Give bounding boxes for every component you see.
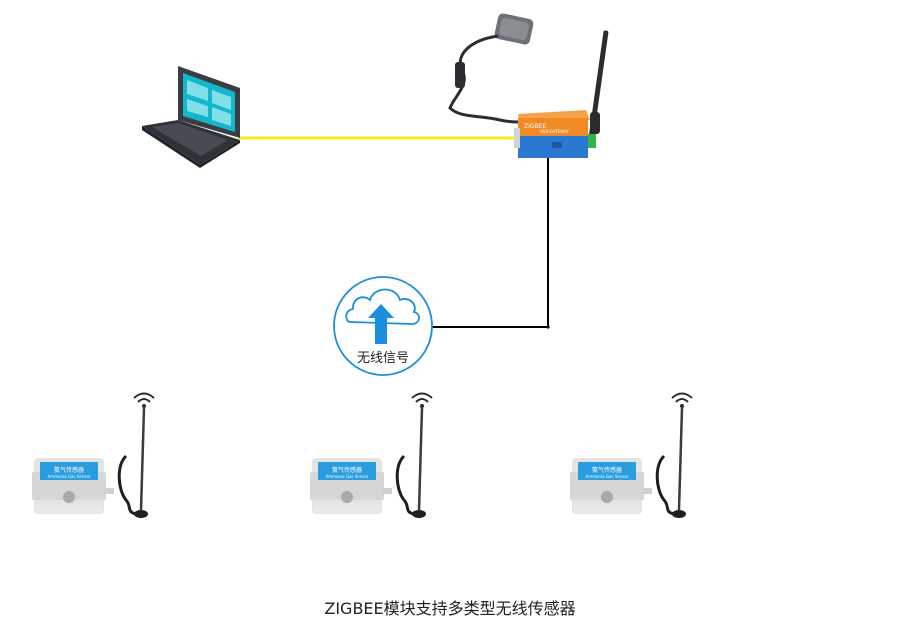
sensor-sublabel: Ammonia Gas Sensor bbox=[326, 474, 369, 479]
link-line bbox=[430, 158, 549, 328]
sensor-label: 氨气传感器 bbox=[592, 466, 622, 474]
wifi-icon bbox=[133, 392, 155, 403]
link-joint bbox=[546, 325, 550, 329]
svg-text:ZIGBEE: ZIGBEE bbox=[524, 123, 546, 130]
sensor-device-3: 氨气传感器 Ammonia Gas Sensor bbox=[570, 392, 693, 518]
wireless-label: 无线信号 bbox=[357, 351, 409, 366]
sensor-sublabel: Ammonia Gas Sensor bbox=[586, 474, 629, 479]
diagram-caption: ZIGBEE模块支持多类型无线传感器 bbox=[324, 599, 576, 618]
sensor-label: 氨气传感器 bbox=[54, 466, 84, 474]
sensor-device-2: 氨气传感器 Ammonia Gas Sensor bbox=[310, 392, 433, 518]
gateway-icon: ZIGBEE USR-GATEWAY bbox=[514, 30, 609, 158]
wireless-signal-icon: 无线信号 bbox=[333, 276, 433, 376]
sensor-device-1: 氨气传感器 Ammonia Gas Sensor bbox=[32, 392, 155, 518]
wifi-icon bbox=[411, 392, 433, 403]
wifi-icon bbox=[671, 392, 693, 403]
power-adapter-icon bbox=[448, 13, 534, 124]
laptop-icon bbox=[142, 66, 240, 168]
svg-text:USR-GATEWAY: USR-GATEWAY bbox=[540, 129, 569, 134]
sensor-sublabel: Ammonia Gas Sensor bbox=[48, 474, 91, 479]
sensor-label: 氨气传感器 bbox=[332, 466, 362, 474]
